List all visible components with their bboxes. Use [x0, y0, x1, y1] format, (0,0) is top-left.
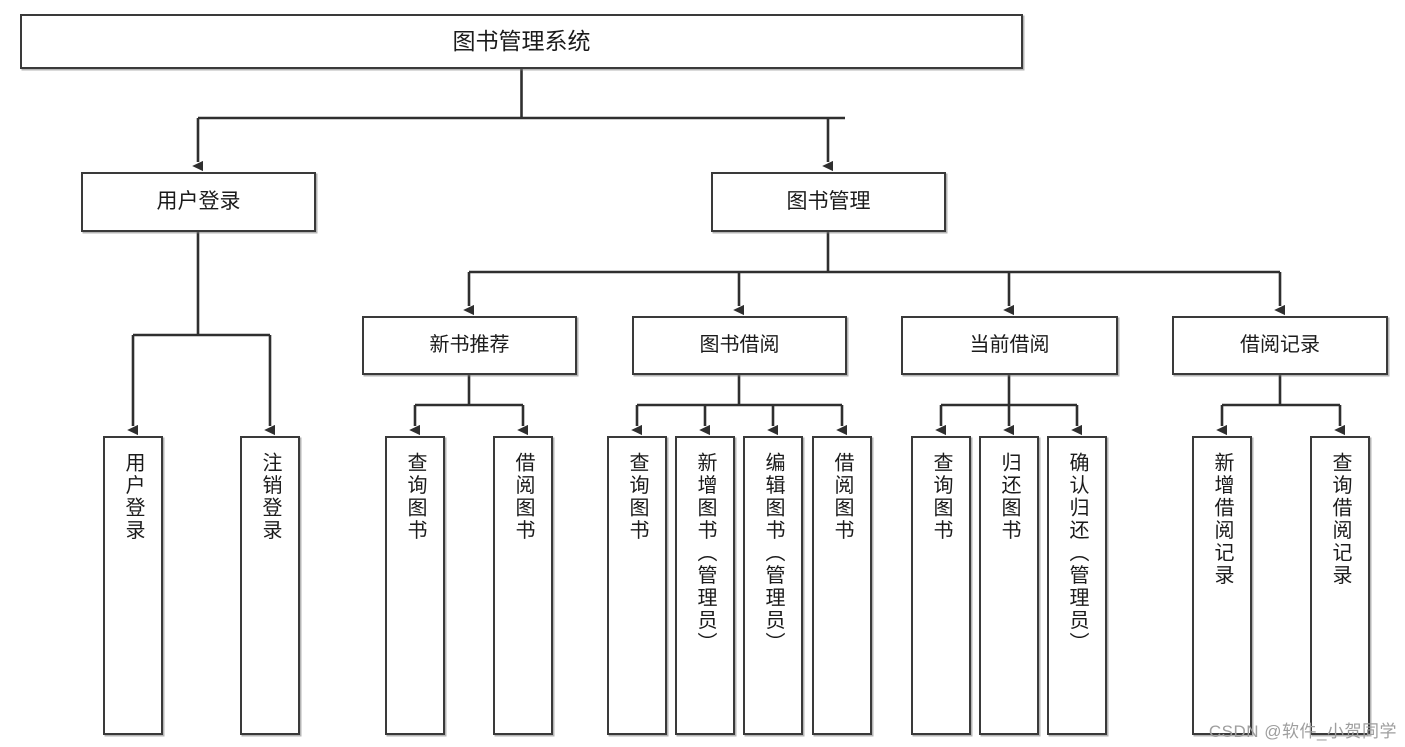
node-borrow-record[interactable]: 借阅记录 [1172, 316, 1388, 375]
leaf-borrow-book[interactable]: 借阅图书 [812, 436, 872, 735]
node-user-login-label: 用户登录 [156, 189, 241, 213]
leaf-query-book-borrow-label: 查询图书 [626, 452, 648, 542]
node-book-management[interactable]: 图书管理 [711, 172, 946, 232]
node-user-login[interactable]: 用户登录 [81, 172, 316, 232]
leaf-borrow-book-recommend-label: 借阅图书 [512, 452, 534, 542]
leaf-logout[interactable]: 注销登录 [240, 436, 300, 735]
leaf-query-book-current-label: 查询图书 [930, 452, 952, 542]
node-book-management-label: 图书管理 [786, 189, 871, 213]
leaf-borrow-book-label: 借阅图书 [831, 452, 853, 542]
leaf-user-login-label: 用户登录 [122, 452, 144, 542]
node-book-borrow-label: 图书借阅 [699, 333, 780, 356]
leaf-return-book[interactable]: 归还图书 [979, 436, 1039, 735]
leaf-query-borrow-record-label: 查询借阅记录 [1329, 452, 1351, 587]
node-current-borrow-label: 当前借阅 [969, 333, 1050, 356]
node-new-book-recommend-label: 新书推荐 [429, 333, 510, 356]
node-root[interactable]: 图书管理系统 [20, 14, 1023, 69]
leaf-query-borrow-record[interactable]: 查询借阅记录 [1310, 436, 1370, 735]
leaf-user-login[interactable]: 用户登录 [103, 436, 163, 735]
leaf-add-book-admin[interactable]: 新增图书（管理员） [675, 436, 735, 735]
node-borrow-record-label: 借阅记录 [1240, 333, 1320, 356]
leaf-add-book-admin-label: 新增图书（管理员） [694, 452, 716, 655]
leaf-query-book-recommend[interactable]: 查询图书 [385, 436, 445, 735]
leaf-query-book-recommend-label: 查询图书 [404, 452, 426, 542]
leaf-return-book-label: 归还图书 [998, 452, 1020, 542]
node-current-borrow[interactable]: 当前借阅 [901, 316, 1118, 375]
leaf-add-borrow-record-label: 新增借阅记录 [1211, 452, 1233, 587]
leaf-edit-book-admin-label: 编辑图书（管理员） [762, 452, 784, 655]
leaf-query-book-borrow[interactable]: 查询图书 [607, 436, 667, 735]
leaf-confirm-return-admin-label: 确认归还（管理员） [1066, 452, 1088, 655]
node-root-label: 图书管理系统 [452, 27, 591, 54]
leaf-add-borrow-record[interactable]: 新增借阅记录 [1192, 436, 1252, 735]
node-book-borrow[interactable]: 图书借阅 [632, 316, 847, 375]
leaf-confirm-return-admin[interactable]: 确认归还（管理员） [1047, 436, 1107, 735]
node-new-book-recommend[interactable]: 新书推荐 [362, 316, 577, 375]
leaf-logout-label: 注销登录 [259, 452, 281, 542]
leaf-edit-book-admin[interactable]: 编辑图书（管理员） [743, 436, 803, 735]
leaf-query-book-current[interactable]: 查询图书 [911, 436, 971, 735]
leaf-borrow-book-recommend[interactable]: 借阅图书 [493, 436, 553, 735]
